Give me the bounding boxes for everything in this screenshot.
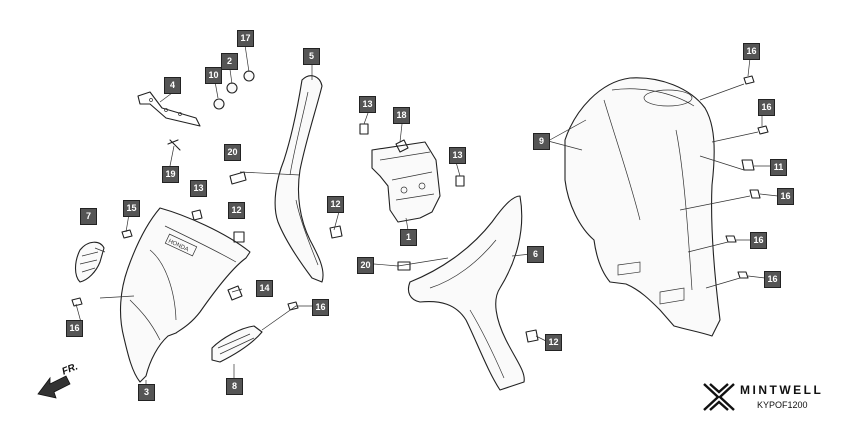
callout-17: 17 xyxy=(237,30,254,47)
callout-19: 19 xyxy=(162,166,179,183)
callout-12-left: 12 xyxy=(228,202,245,219)
bracket-part xyxy=(371,141,441,223)
callout-12-center-bottom: 12 xyxy=(545,334,562,351)
rear-inner-cover-part xyxy=(564,77,721,337)
front-cover-part: HONDA xyxy=(120,207,251,383)
callout-5: 5 xyxy=(303,48,320,65)
callout-4: 4 xyxy=(164,77,181,94)
callout-13-center-right: 13 xyxy=(449,147,466,164)
hardware-parts xyxy=(71,70,769,343)
brand-name: MINTWELL xyxy=(740,383,824,397)
callout-16-right-1: 16 xyxy=(743,43,760,60)
leader-lines xyxy=(75,44,779,390)
callout-12-center-left: 12 xyxy=(327,196,344,213)
callout-18: 18 xyxy=(393,107,410,124)
callout-11: 11 xyxy=(770,159,787,176)
callout-7: 7 xyxy=(80,208,97,225)
callout-16-right-4: 16 xyxy=(750,232,767,249)
emblem-part xyxy=(74,241,105,283)
callout-20-center: 20 xyxy=(357,257,374,274)
callout-1: 1 xyxy=(400,229,417,246)
callout-20-left: 20 xyxy=(224,144,241,161)
callout-6: 6 xyxy=(527,246,544,263)
callout-16-right-3: 16 xyxy=(777,188,794,205)
callout-8: 8 xyxy=(226,378,243,395)
diagram-code: KYPOF1200 xyxy=(757,400,808,410)
inner-cover-plate-part xyxy=(211,325,263,363)
inner-cover-lower-part xyxy=(407,195,525,391)
callout-13-center-top: 13 xyxy=(359,96,376,113)
callout-3: 3 xyxy=(138,384,155,401)
brand-watermark: MINTWELL xyxy=(702,380,832,416)
callout-2: 2 xyxy=(221,53,238,70)
callout-14: 14 xyxy=(256,280,273,297)
callout-10: 10 xyxy=(205,67,222,84)
callout-9: 9 xyxy=(533,133,550,150)
callout-16-right-5: 16 xyxy=(764,271,781,288)
callout-16-left-bottom: 16 xyxy=(66,320,83,337)
front-direction-arrow xyxy=(37,375,71,399)
callout-13-left: 13 xyxy=(190,180,207,197)
callout-15: 15 xyxy=(123,200,140,217)
brand-logo-icon xyxy=(703,383,735,411)
callout-16-right-2: 16 xyxy=(758,99,775,116)
inner-cover-upper-part xyxy=(274,75,324,283)
callout-16-left-mid: 16 xyxy=(312,299,329,316)
